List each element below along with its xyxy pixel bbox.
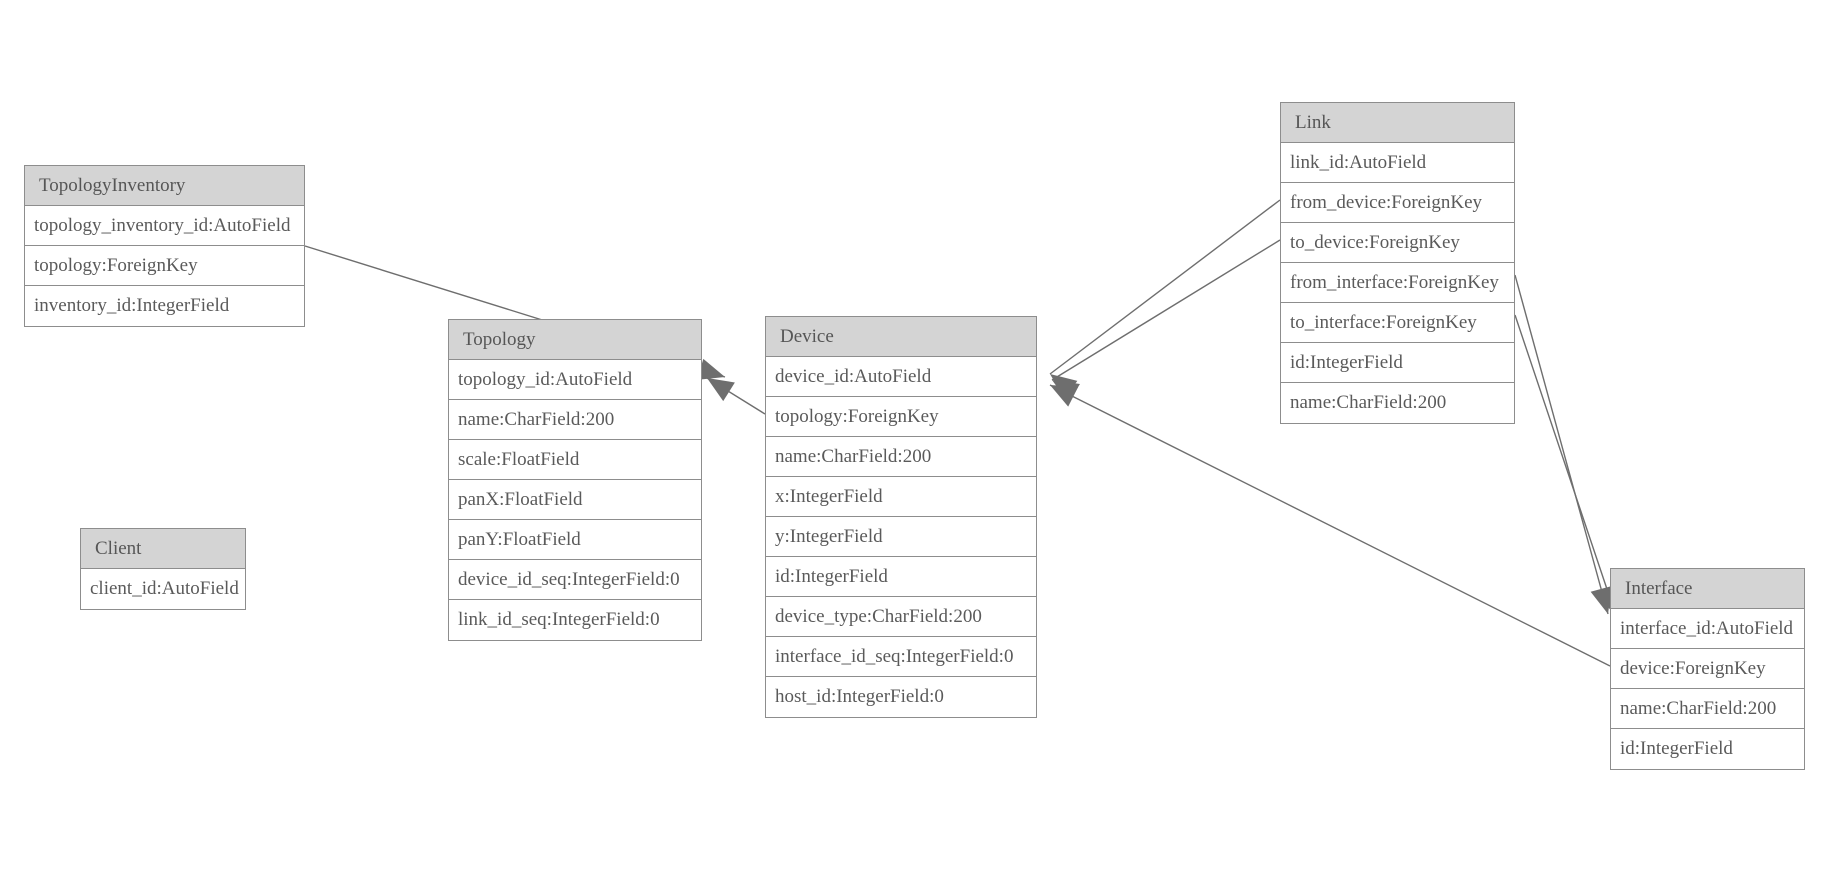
entity-field-row: to_interface:ForeignKey bbox=[1281, 303, 1514, 343]
arrowhead-icon bbox=[1050, 374, 1078, 399]
entity-field-row: panX:FloatField bbox=[449, 480, 701, 520]
relationship-edge bbox=[1051, 239, 1281, 403]
entity-title-link: Link bbox=[1281, 103, 1514, 143]
relationship-line bbox=[1049, 199, 1281, 375]
entity-field-row: interface_id:AutoField bbox=[1611, 609, 1804, 649]
arrowhead-icon bbox=[1050, 385, 1079, 407]
relationship-line bbox=[1049, 384, 1611, 667]
relationship-line bbox=[1514, 314, 1617, 617]
entity-field-row: name:CharField:200 bbox=[1281, 383, 1514, 423]
entity-field-row: topology_inventory_id:AutoField bbox=[25, 206, 304, 246]
entity-field-row: link_id:AutoField bbox=[1281, 143, 1514, 183]
entity-field-row: y:IntegerField bbox=[766, 517, 1036, 557]
entity-field-row: device_type:CharField:200 bbox=[766, 597, 1036, 637]
entity-title-topology: Topology bbox=[449, 320, 701, 360]
entity-field-row: client_id:AutoField bbox=[81, 569, 245, 609]
entity-field-row: host_id:IntegerField:0 bbox=[766, 677, 1036, 717]
entity-field-row: scale:FloatField bbox=[449, 440, 701, 480]
entity-field-row: device_id_seq:IntegerField:0 bbox=[449, 560, 701, 600]
entity-field-row: device:ForeignKey bbox=[1611, 649, 1804, 689]
arrowhead-icon bbox=[707, 378, 735, 402]
relationship-line bbox=[1051, 239, 1281, 381]
entity-title-client: Client bbox=[81, 529, 245, 569]
relationship-edge bbox=[1049, 199, 1281, 399]
entity-field-row: name:CharField:200 bbox=[766, 437, 1036, 477]
entity-field-row: x:IntegerField bbox=[766, 477, 1036, 517]
entity-field-row: id:IntegerField bbox=[1281, 343, 1514, 383]
entity-field-row: link_id_seq:IntegerField:0 bbox=[449, 600, 701, 640]
entity-field-row: topology:ForeignKey bbox=[25, 246, 304, 286]
entity-field-row: to_device:ForeignKey bbox=[1281, 223, 1514, 263]
arrowhead-icon bbox=[1052, 380, 1080, 403]
entity-field-row: name:CharField:200 bbox=[449, 400, 701, 440]
relationship-line bbox=[706, 377, 766, 415]
relationship-line bbox=[1514, 274, 1609, 615]
relationship-edge bbox=[706, 377, 766, 415]
entity-field-row: panY:FloatField bbox=[449, 520, 701, 560]
relationship-edge bbox=[1514, 274, 1612, 615]
entity-field-row: from_device:ForeignKey bbox=[1281, 183, 1514, 223]
entity-title-interface: Interface bbox=[1611, 569, 1804, 609]
entity-title-device: Device bbox=[766, 317, 1036, 357]
entity-field-row: inventory_id:IntegerField bbox=[25, 286, 304, 326]
entity-field-row: topology_id:AutoField bbox=[449, 360, 701, 400]
entity-field-row: device_id:AutoField bbox=[766, 357, 1036, 397]
entity-field-row: name:CharField:200 bbox=[1611, 689, 1804, 729]
entity-field-row: interface_id_seq:IntegerField:0 bbox=[766, 637, 1036, 677]
entity-field-row: id:IntegerField bbox=[1611, 729, 1804, 769]
entity-field-row: topology:ForeignKey bbox=[766, 397, 1036, 437]
entity-field-row: id:IntegerField bbox=[766, 557, 1036, 597]
entity-field-row: from_interface:ForeignKey bbox=[1281, 263, 1514, 303]
entity-title-topology-inventory: TopologyInventory bbox=[25, 166, 304, 206]
